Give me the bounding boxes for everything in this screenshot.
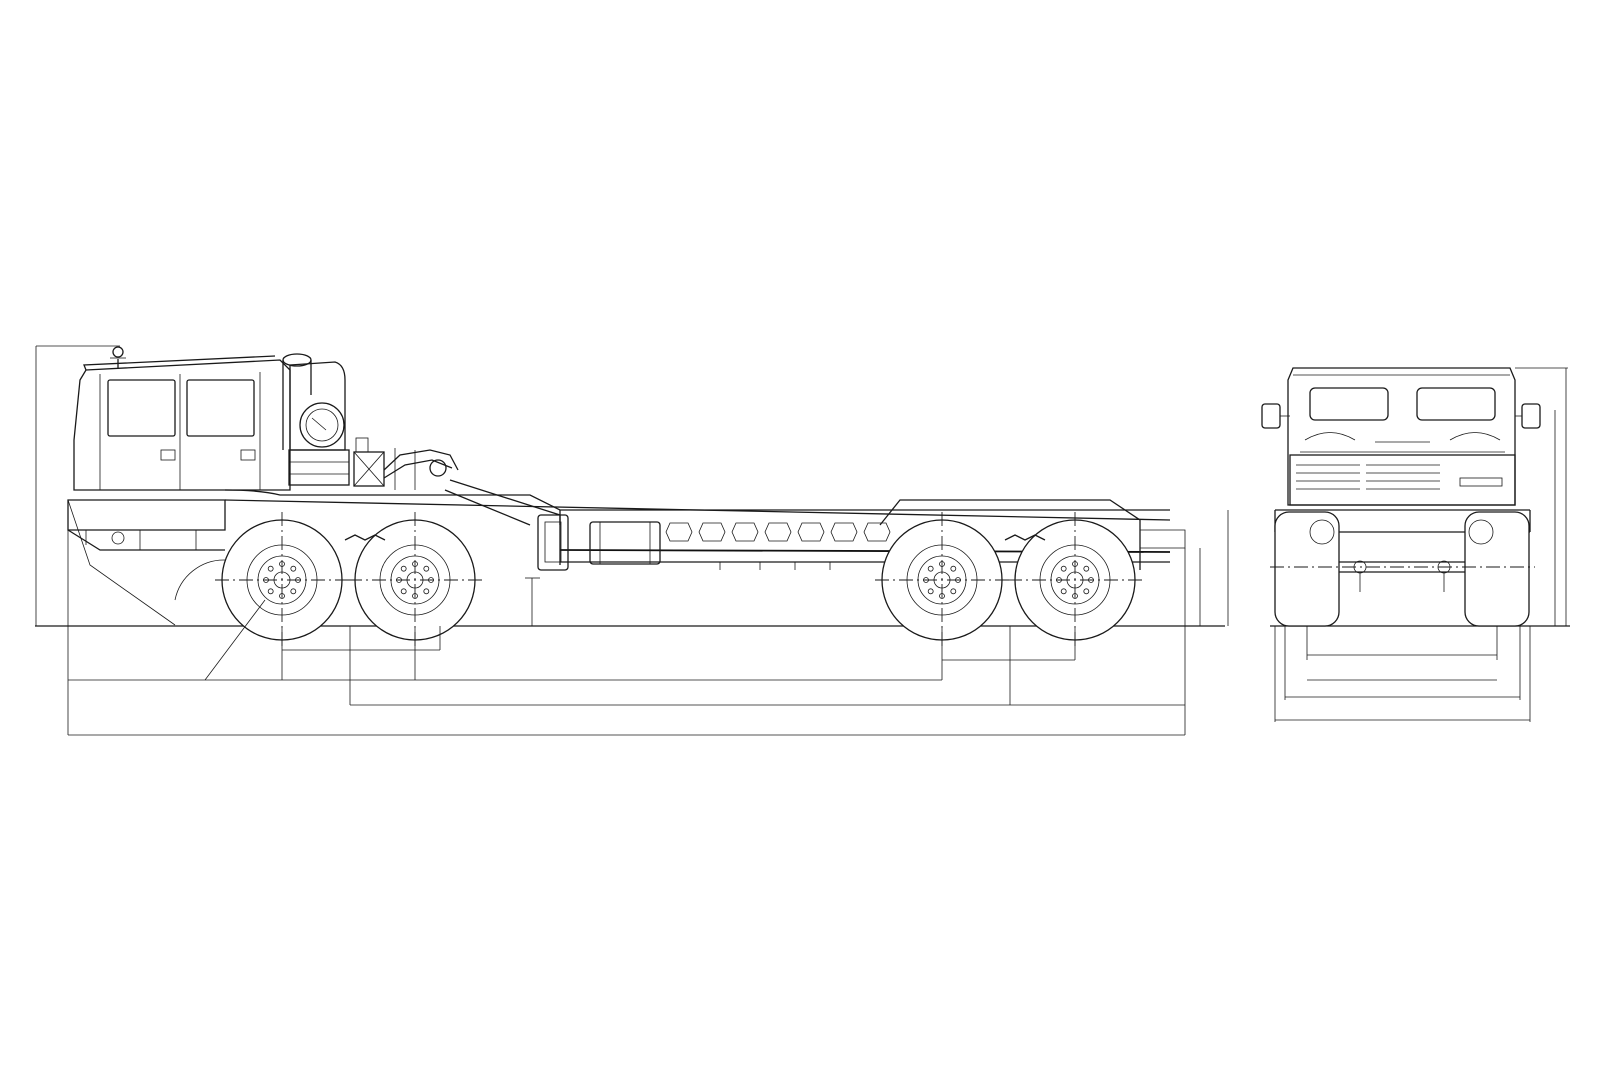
- battery-box: [288, 449, 350, 486]
- hub-bolt: [267, 588, 274, 595]
- hub-bolt: [412, 561, 418, 567]
- hub-bolt: [263, 577, 269, 583]
- hub-bolt: [950, 565, 957, 572]
- hub-bolt: [396, 577, 402, 583]
- hub-bolt: [1083, 565, 1090, 572]
- windshield-left: [1309, 387, 1389, 421]
- length-dimensions: [67, 530, 1186, 736]
- spare-box: [537, 514, 569, 571]
- winch-assembly: [383, 448, 561, 526]
- cab-window-front: [107, 379, 176, 437]
- hub-bolt: [1088, 577, 1094, 583]
- door-handle-rear: [240, 449, 256, 461]
- hub-bolt: [279, 593, 285, 599]
- wheel-2: [348, 512, 483, 648]
- hub-bolt: [295, 577, 301, 583]
- tool-box: [353, 451, 385, 487]
- side-view: [35, 345, 1229, 736]
- hub-bolts: [263, 561, 1094, 599]
- front-axle: [1270, 560, 1535, 592]
- hub-bolt: [1072, 561, 1078, 567]
- beacon-light-icon: [110, 346, 126, 368]
- hub-bolt: [290, 565, 297, 572]
- wheel-4: [1008, 512, 1143, 648]
- hub-bolt: [955, 577, 961, 583]
- cab: [73, 346, 291, 491]
- hub-bolt: [927, 588, 934, 595]
- hub-bolt: [923, 577, 929, 583]
- mirror-right-icon: [1515, 403, 1541, 429]
- height-dimensions-rear: [525, 510, 1229, 626]
- cab-window-rear: [186, 379, 255, 437]
- fuel-tank: [589, 521, 661, 565]
- hub-bolt: [267, 565, 274, 572]
- hub-bolt: [939, 561, 945, 567]
- front-view: [1261, 367, 1570, 722]
- hub-bolt: [428, 577, 434, 583]
- hub-bolt: [1060, 565, 1067, 572]
- hub-bolt: [279, 561, 285, 567]
- turning-radius-leader: [204, 599, 266, 681]
- hub-bolt: [950, 588, 957, 595]
- windshield-right: [1416, 387, 1496, 421]
- engine-compartment: [282, 353, 385, 487]
- front-dimensions: [1274, 367, 1568, 722]
- hub-bolt: [927, 565, 934, 572]
- front-grille: [1289, 454, 1516, 506]
- overall-height-dimension: [35, 345, 120, 626]
- front-cab: [1287, 367, 1516, 506]
- wheel-3: [875, 512, 1010, 648]
- hub-bolt: [290, 588, 297, 595]
- hub-bolt: [423, 565, 430, 572]
- wheel-1: [215, 512, 350, 648]
- door-handle-front: [160, 449, 176, 461]
- hub-bolt: [400, 588, 407, 595]
- hub-bolt: [412, 593, 418, 599]
- hub-bolt: [400, 565, 407, 572]
- front-tyre-left: [1274, 511, 1340, 627]
- front-bumper: [67, 499, 226, 626]
- air-cleaner: [299, 402, 345, 448]
- suspension-springs: [344, 534, 1046, 541]
- hub-bolt: [1072, 593, 1078, 599]
- hub-bolt: [939, 593, 945, 599]
- hub-bolt: [1060, 588, 1067, 595]
- front-tyre-right: [1464, 511, 1530, 627]
- hub-bolt: [1083, 588, 1090, 595]
- hub-bolt: [423, 588, 430, 595]
- mirror-left-icon: [1261, 403, 1290, 429]
- hub-bolt: [1056, 577, 1062, 583]
- frame-holes: [665, 522, 891, 542]
